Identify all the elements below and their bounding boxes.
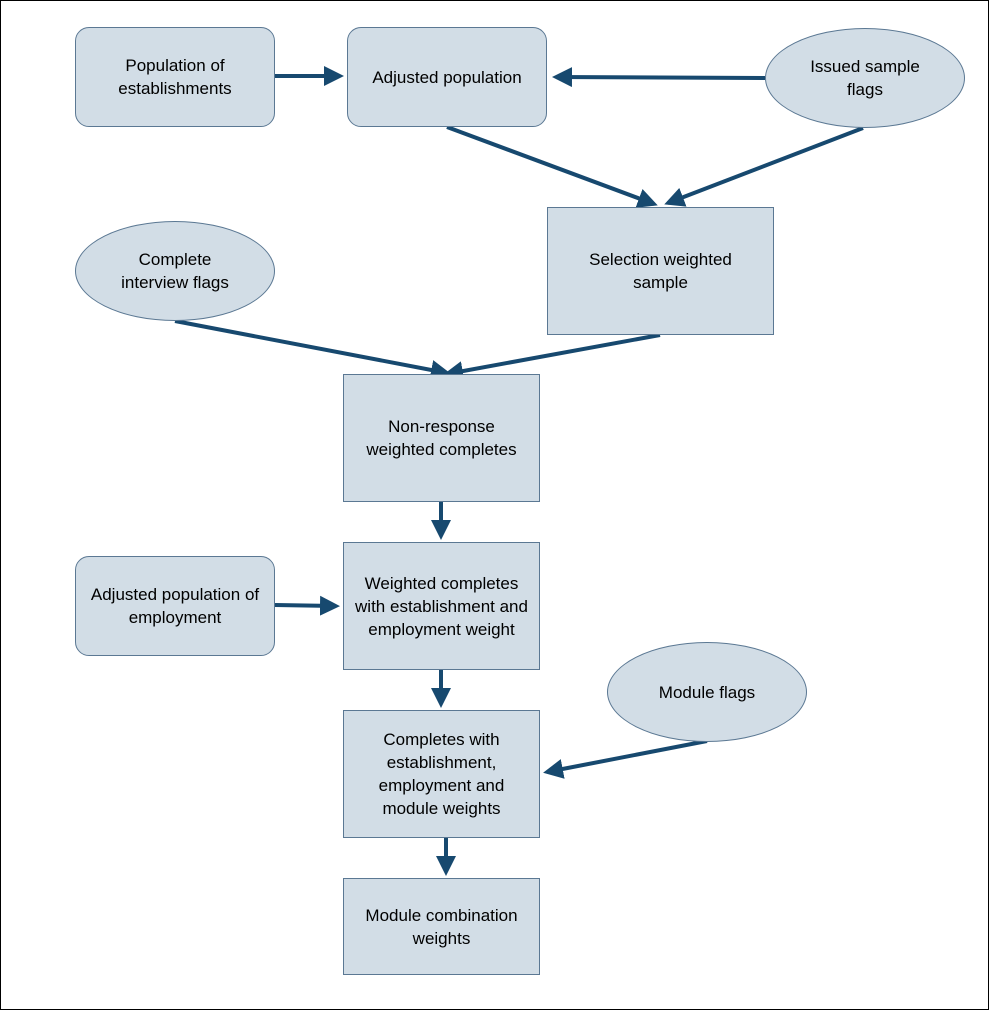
node-module-combination-weights: Module combination weights	[343, 878, 540, 975]
node-module-flags: Module flags	[607, 642, 807, 742]
node-label: Issued sample flags	[810, 57, 920, 99]
node-label: Module combination weights	[365, 905, 518, 948]
node-label: Non-response weighted completes	[366, 417, 517, 459]
node-complete-interview-flags: Complete interview flags	[75, 221, 275, 321]
node-population-of-establishments: Population of establishments	[75, 27, 275, 127]
node-weighted-completes-with-weights: Weighted completes with establishment an…	[343, 542, 540, 670]
node-label: Population of establishments	[118, 56, 232, 98]
node-label: Selection weighted sample	[589, 250, 732, 292]
node-label: Weighted completes with establishment an…	[355, 573, 528, 639]
node-adjusted-population: Adjusted population	[347, 27, 547, 127]
node-label: Adjusted population of employment	[90, 585, 260, 627]
node-label: Complete interview flags	[121, 250, 229, 292]
node-adjusted-population-of-employment: Adjusted population of employment	[75, 556, 275, 656]
node-completes-with-module-weights: Completes with establishment, employment…	[343, 710, 540, 838]
node-label: Completes with establishment, employment…	[378, 730, 505, 818]
node-non-response-weighted-completes: Non-response weighted completes	[343, 374, 540, 502]
node-label: Adjusted population	[372, 67, 522, 87]
node-issued-sample-flags: Issued sample flags	[765, 28, 965, 128]
node-label: Module flags	[658, 682, 756, 702]
node-selection-weighted-sample: Selection weighted sample	[547, 207, 774, 335]
